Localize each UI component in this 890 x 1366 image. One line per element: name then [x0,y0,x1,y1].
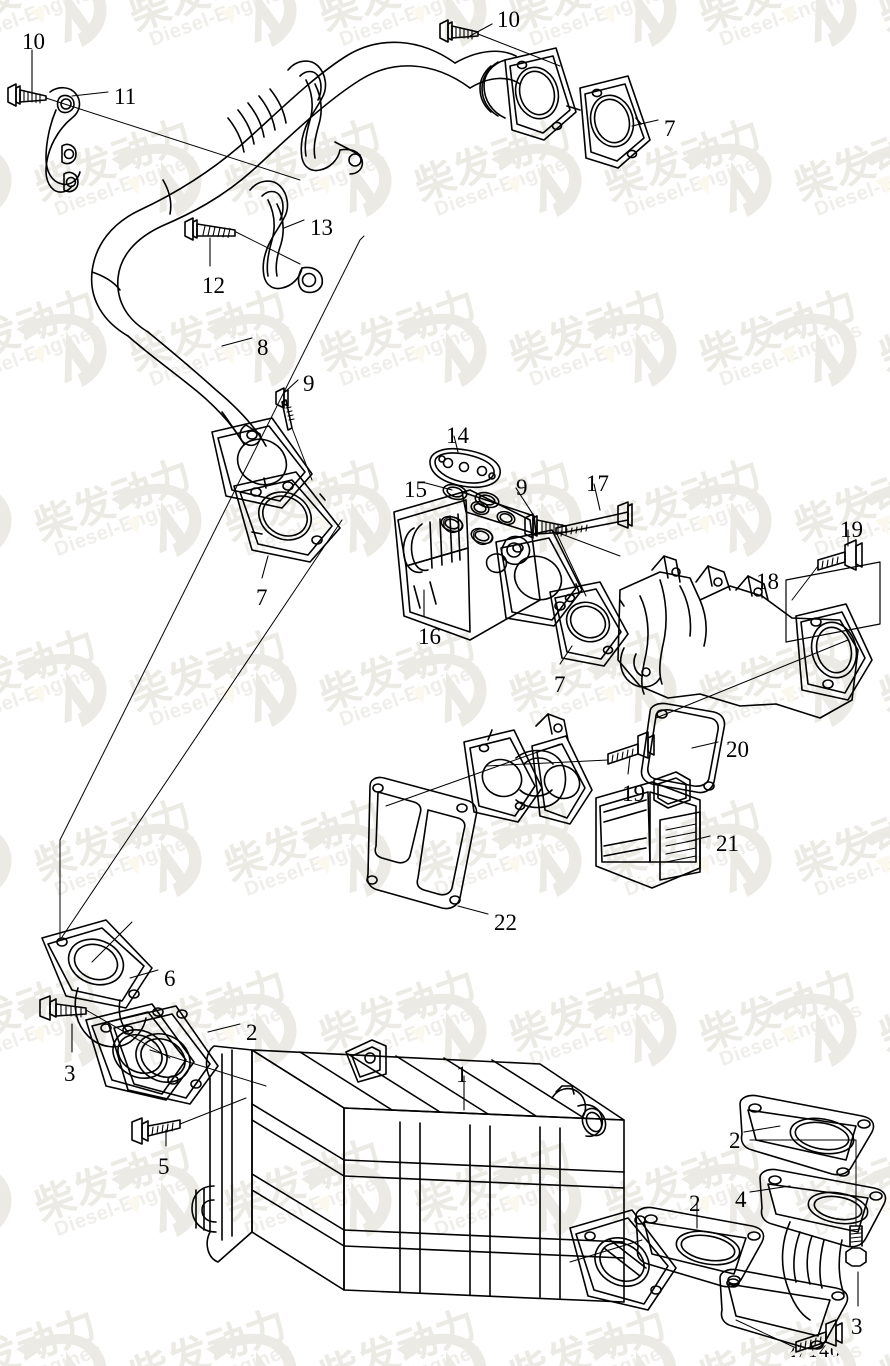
callout-10: 10 [22,29,45,54]
callout-3: 3 [851,1314,863,1339]
callout-19: 19 [622,781,645,806]
callout-12: 12 [202,273,225,298]
callout-7: 7 [256,585,268,610]
callout-8: 8 [257,335,269,360]
callout-14: 14 [446,423,469,448]
callout-15: 15 [404,477,427,502]
callout-4: 4 [735,1187,747,1212]
callout-2: 2 [729,1128,741,1153]
callout-22: 22 [494,910,517,935]
callout-10: 10 [497,7,520,32]
callout-13: 13 [310,215,333,240]
callout-5: 5 [158,1154,170,1179]
callout-9: 9 [303,371,315,396]
callout-16: 16 [418,624,441,649]
callout-18: 18 [756,569,779,594]
callout-6: 6 [164,966,176,991]
callout-20: 20 [726,737,749,762]
callout-1: 1 [456,1062,468,1087]
callout-2: 2 [246,1020,258,1045]
callout-7: 7 [664,116,676,141]
callout-21: 21 [716,831,739,856]
callout-3: 3 [64,1061,76,1086]
callout-11: 11 [114,84,137,109]
callout-9: 9 [516,475,528,500]
callout-19: 19 [840,517,863,542]
callout-2: 2 [689,1191,701,1216]
callout-7: 7 [554,672,566,697]
callout-17: 17 [586,471,609,496]
